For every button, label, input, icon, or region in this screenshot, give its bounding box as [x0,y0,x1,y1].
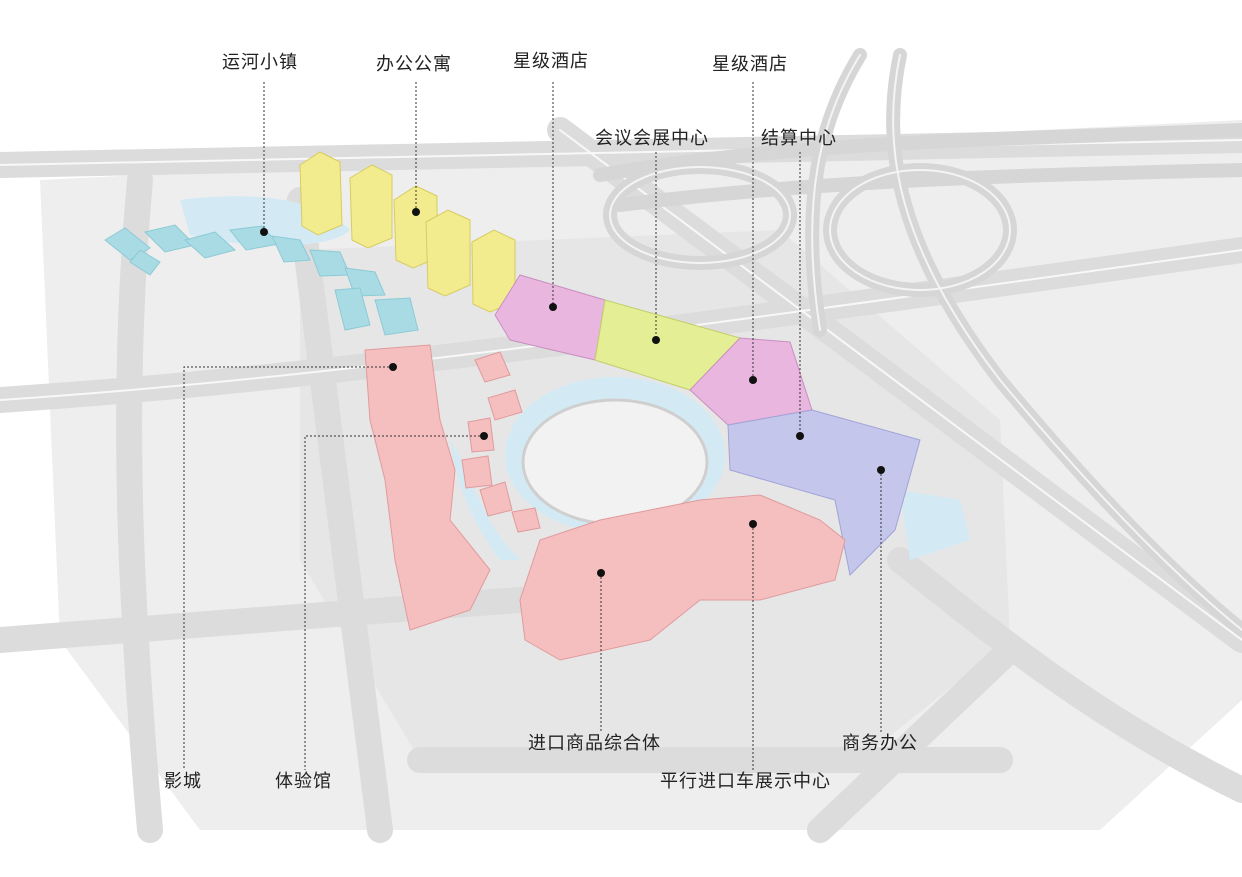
label-canal-town: 运河小镇 [222,52,298,73]
label-import-goods-complex: 进口商品综合体 [528,733,661,754]
label-star-hotel-1: 星级酒店 [513,51,589,72]
label-star-hotel-2: 星级酒店 [712,54,788,75]
apartment-towers [299,151,516,313]
canal-town-buildings [104,224,419,336]
road-network [0,48,1242,843]
label-business-office: 商务办公 [842,733,918,754]
label-cinema: 影城 [164,771,202,792]
label-settlement-center: 结算中心 [761,128,837,149]
label-experience-hall: 体验馆 [275,771,332,792]
marker-dots [260,208,885,577]
business-office [727,409,921,577]
label-convention-center: 会议会展中心 [595,128,709,149]
label-parallel-import-car-center: 平行进口车展示中心 [660,771,831,792]
leader-lines [183,82,882,770]
label-office-apartment: 办公公寓 [376,54,452,75]
